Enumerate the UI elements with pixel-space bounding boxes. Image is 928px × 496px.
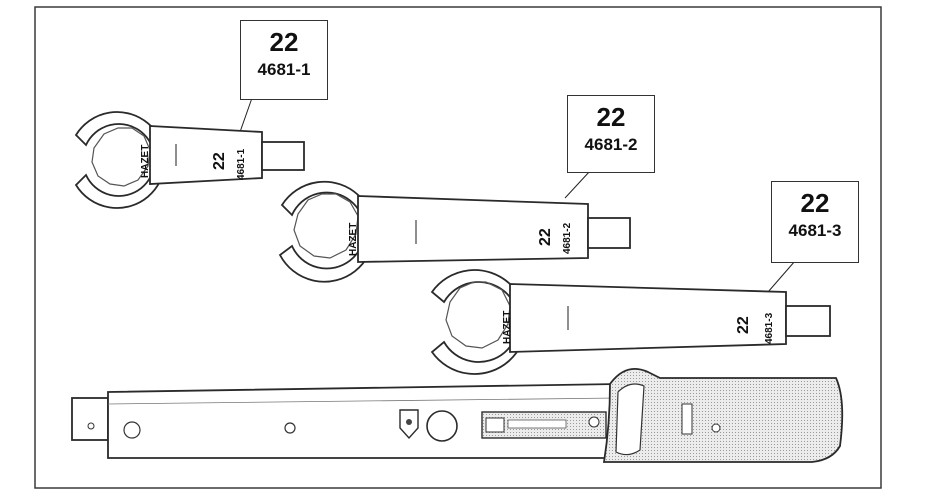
torque-wrench-drive-hole	[87, 422, 95, 430]
callout-label-2: 22 4681-2	[567, 95, 655, 173]
wrench-1-shaft	[149, 125, 263, 185]
callout-1-code: 4681-1	[257, 60, 311, 79]
wrench-2-size: 22	[537, 228, 554, 246]
figure-frame	[34, 6, 882, 489]
callout-2-size: 22	[596, 102, 626, 132]
callout-3-size: 22	[800, 188, 830, 218]
wrench-3-brand: HAZET	[502, 311, 513, 344]
wrench-1: HAZET 22 4681-1	[74, 111, 305, 209]
callout-label-3: 22 4681-3	[771, 181, 859, 263]
wrench-2-brand: HAZET	[348, 223, 359, 256]
wrench-3-socket	[445, 281, 511, 349]
callout-1-size: 22	[269, 27, 299, 57]
wrench-3-tip	[785, 305, 831, 337]
torque-wrench-grip-hole	[711, 423, 721, 433]
wrench-3-head	[430, 269, 528, 375]
wrench-2-tip	[587, 217, 631, 249]
callout-label-1: 22 4681-1	[240, 20, 328, 100]
wrench-2: HAZET 22 4681-2	[278, 180, 631, 283]
torque-wrench-grip	[602, 368, 844, 463]
wrench-2-head	[278, 180, 376, 283]
wrench-1-code: 4681-1	[236, 148, 247, 180]
wrench-2-code: 4681-2	[562, 222, 573, 254]
wrench-1-size: 22	[211, 152, 228, 170]
torque-wrench-drive	[71, 397, 109, 441]
wrench-2-shaft	[357, 195, 589, 263]
wrench-3-size: 22	[735, 316, 752, 334]
leader-line-3	[767, 260, 796, 293]
torque-wrench-grip-slot	[681, 403, 693, 435]
wrench-3-code: 4681-3	[764, 312, 775, 344]
torque-wrench-rivet	[284, 422, 296, 434]
callout-2-code: 4681-2	[584, 135, 638, 154]
torque-wrench-pivot	[123, 421, 141, 439]
torque-wrench	[71, 368, 844, 463]
wrench-1-brand: HAZET	[140, 145, 151, 178]
leader-line-2	[564, 170, 591, 199]
wrench-3-shaft	[509, 283, 787, 353]
wrench-1-tip	[261, 141, 305, 171]
wrench-1-head	[74, 111, 166, 209]
torque-wrench-adjust-knob	[426, 410, 458, 442]
callout-3-code: 4681-3	[788, 221, 842, 240]
leader-line-1	[239, 97, 253, 133]
wrench-3: HAZET 22 4681-3	[430, 269, 831, 375]
